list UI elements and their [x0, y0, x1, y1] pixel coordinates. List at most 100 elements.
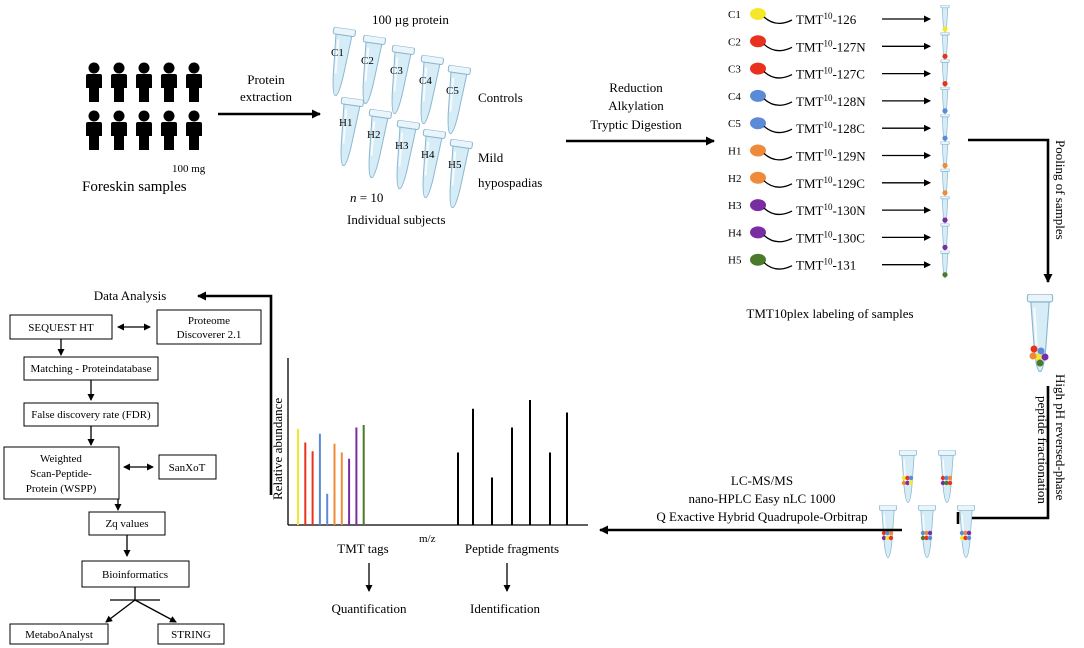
fractionation-label-2: peptide fractionation	[1035, 396, 1050, 504]
labeled-tube	[940, 114, 950, 142]
tmt-reagent-dot	[750, 62, 766, 75]
tmt-sample-label: H5	[728, 255, 742, 267]
hplc-label: nano-HPLC Easy nLC 1000	[689, 491, 836, 506]
fraction-tube	[878, 505, 898, 559]
person-icon	[161, 62, 177, 102]
person-icon	[161, 110, 177, 150]
n-subjects-count: n = 10	[350, 190, 383, 205]
pooling-arrow	[968, 138, 1053, 283]
tmt-reagent-label: TMT10-128N	[796, 93, 866, 109]
fraction-tube	[956, 505, 976, 559]
case-tube-label: H2	[367, 129, 380, 141]
tmt-caption: TMT10plex labeling of samples	[746, 306, 913, 321]
fdr-label: False discovery rate (FDR)	[31, 409, 151, 421]
quantification-label: Quantification	[331, 601, 407, 616]
tmt-sample-label: C3	[728, 64, 741, 76]
control-tube-label: C4	[419, 75, 432, 87]
labeled-tube	[940, 196, 950, 224]
tmt-row: C4 TMT10-128N	[728, 86, 950, 115]
tmt-row: H4 TMT10-130C	[728, 223, 950, 252]
case-tube: H2	[359, 108, 393, 181]
tmt-row: C1 TMT10-126	[728, 5, 950, 33]
person-icon	[186, 110, 202, 150]
tryptic-digestion-label: Tryptic Digestion	[590, 117, 682, 132]
labeled-tube	[940, 141, 950, 170]
zq-label: Zq values	[105, 518, 148, 530]
pooled-tube	[1025, 294, 1055, 374]
wspp-box	[3, 446, 120, 500]
protein-extraction-label-1: Protein	[247, 72, 285, 87]
foreskin-people-group	[86, 62, 202, 150]
orbitrap-label: Q Exactive Hybrid Quadrupole-Orbitrap	[656, 509, 867, 524]
string-label: STRING	[171, 629, 211, 641]
fraction-tube	[898, 450, 918, 504]
control-tube-label: C3	[390, 65, 403, 77]
wspp-label-3: Protein (WSPP)	[26, 483, 97, 495]
tmt-row: H5 TMT10-131	[728, 250, 950, 279]
tmt-reagent-label: TMT10-131	[796, 257, 856, 273]
case-tube-label: H4	[421, 149, 435, 161]
fraction-tube	[937, 450, 957, 504]
ms-spectrum	[287, 358, 588, 526]
controls-label: Controls	[478, 90, 523, 105]
pooling-label: Pooling of samples	[1053, 140, 1068, 240]
person-icon	[86, 62, 102, 102]
tmt-reagent-label: TMT10-130C	[796, 229, 865, 245]
string-box	[157, 623, 225, 645]
wspp-label-1: Weighted	[40, 453, 82, 465]
fractionation-label-1: High pH reversed-phase	[1053, 374, 1068, 501]
person-icon	[111, 110, 127, 150]
control-tube-label: C5	[446, 85, 459, 97]
case-tube-label: H5	[448, 159, 462, 171]
labeled-tube	[940, 250, 950, 279]
metaboanalyst-box	[9, 623, 109, 645]
tmt-tags-label: TMT tags	[337, 541, 388, 556]
hypospadias-label-2: hypospadias	[478, 175, 542, 190]
tmt-linker	[763, 153, 793, 161]
proteome-label-2: Discoverer 2.1	[177, 329, 242, 341]
arrow-to-string	[134, 599, 177, 623]
tmt-reagent-dot	[750, 253, 766, 266]
reduction-label: Reduction	[609, 80, 663, 95]
sanxot-label: SanXoT	[169, 462, 206, 474]
tmt-linker	[763, 43, 793, 52]
person-icon	[186, 62, 202, 102]
sequest-box	[9, 314, 113, 340]
tmt-sample-label: C1	[728, 9, 741, 21]
identification-label: Identification	[470, 601, 541, 616]
spectrum-y-label: Relative abundance	[270, 398, 285, 500]
analysis-return-arrow	[197, 291, 273, 495]
fraction-tube	[917, 505, 937, 559]
control-tube-label: C1	[331, 47, 344, 59]
tmt-linker	[763, 71, 793, 79]
tmt-reagent-dot	[750, 117, 766, 130]
n-symbol: n	[350, 190, 357, 205]
tmt-sample-label: H4	[728, 227, 742, 239]
matching-label: Matching - Proteindatabase	[31, 363, 152, 375]
protein-extraction-label-2: extraction	[240, 89, 292, 104]
tmt-sample-label: H1	[728, 146, 741, 158]
bioinformatics-box	[81, 560, 190, 588]
person-icon	[136, 110, 152, 150]
metaboanalyst-label: MetaboAnalyst	[25, 629, 93, 641]
tmt-sample-label: H2	[728, 173, 741, 185]
individual-subjects-label: Individual subjects	[347, 212, 446, 227]
tmt-sample-label: C4	[728, 91, 741, 103]
control-tube: C1	[323, 26, 357, 99]
case-tube: H4	[413, 128, 447, 201]
spectrum-x-label: m/z	[419, 533, 436, 545]
sanxot-box	[158, 454, 217, 480]
tmt-reagent-label: TMT10-126	[796, 11, 857, 27]
case-tube: H1	[331, 96, 365, 169]
tmt-linker	[763, 234, 793, 243]
alkylation-label: Alkylation	[608, 98, 664, 113]
tmt-sample-label: C2	[728, 36, 741, 48]
